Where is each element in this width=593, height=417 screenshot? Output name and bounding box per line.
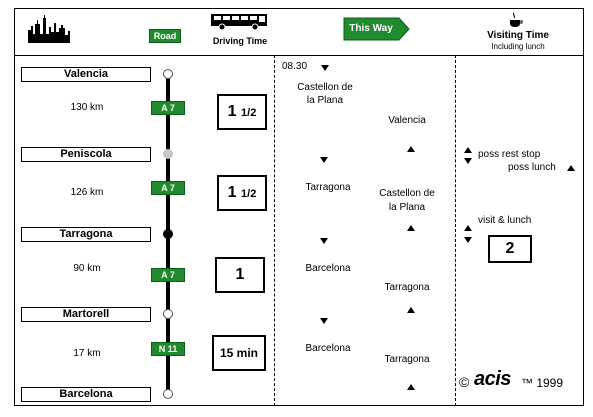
distance-label: 90 km: [73, 263, 101, 274]
schedule-text: Castellon de: [379, 188, 435, 199]
road-badge: A 7: [151, 181, 185, 195]
down-arrow-icon: [320, 157, 328, 163]
down-arrow-icon: [320, 238, 328, 244]
column-divider-1: [274, 55, 275, 406]
up-arrow-icon: [407, 307, 415, 313]
schedule-text: Barcelona: [305, 343, 351, 354]
road-legend-badge: Road: [149, 29, 181, 43]
down-arrow-icon: [321, 65, 329, 71]
city-skyline-icon: [28, 15, 70, 43]
driving-time-fraction: 1/2: [241, 188, 257, 200]
up-arrow-icon: [407, 146, 415, 152]
road-badge: A 7: [151, 268, 185, 282]
visit-lunch-note: visit & lunch: [478, 215, 532, 226]
city-label-martorell: Martorell: [21, 307, 151, 322]
up-arrow-icon: [407, 225, 415, 231]
bus-icon: [211, 14, 267, 31]
acis-logo: acis: [474, 368, 511, 390]
driving-time-box: 15 min: [212, 335, 266, 371]
diagram-frame: [14, 8, 584, 406]
city-label-barcelona: Barcelona: [21, 387, 151, 402]
start-time: 08.30: [282, 61, 308, 72]
this-way-arrow: [343, 17, 410, 41]
city-label-tarragona: Tarragona: [21, 227, 151, 242]
up-arrow-icon: [464, 147, 472, 153]
visit-hours-box: 2: [488, 235, 532, 263]
up-arrow-icon: [464, 225, 472, 231]
schedule-text: Valencia: [388, 115, 426, 126]
up-arrow-icon: [567, 165, 575, 171]
road-badge: A 7: [151, 101, 185, 115]
city-label-peniscola: Peniscola: [21, 147, 151, 162]
header-divider: [14, 55, 584, 56]
driving-time-header: Driving Time: [212, 36, 268, 46]
driving-time-fraction: 1/2: [241, 107, 257, 119]
distance-label: 126 km: [70, 187, 104, 198]
schedule-text: la Plana: [388, 202, 426, 213]
this-way-label: This Way: [349, 23, 393, 34]
visiting-time-header: Visiting Time: [487, 30, 549, 41]
copyright-symbol: ©: [459, 374, 470, 390]
schedule-text: Tarragona: [384, 354, 430, 365]
driving-time-value: 1: [235, 266, 245, 283]
down-arrow-icon: [320, 318, 328, 324]
route-node-tarragona: [163, 229, 173, 239]
up-arrow-icon: [407, 384, 415, 390]
schedule-text: Tarragona: [384, 282, 430, 293]
driving-time-box: 1: [215, 257, 265, 293]
schedule-text: Barcelona: [305, 263, 351, 274]
driving-time-value: 15 min: [219, 346, 258, 360]
distance-label: 130 km: [70, 102, 104, 113]
route-node-barcelona: [163, 389, 173, 399]
city-label-valencia: Valencia: [21, 67, 151, 82]
rest-stop-note: poss rest stop: [478, 149, 541, 160]
route-node-valencia: [163, 69, 173, 79]
coffee-cup-icon: [510, 12, 523, 27]
route-node-peniscola: [163, 149, 173, 159]
trademark-year: ™ 1999: [521, 376, 564, 390]
schedule-text: la Plana: [306, 95, 344, 106]
visiting-time-subheader: Including lunch: [491, 42, 545, 51]
route-node-martorell: [163, 309, 173, 319]
driving-time-box: 1 1/2: [217, 175, 267, 211]
schedule-text: Castellon de: [297, 82, 353, 93]
distance-label: 17 km: [73, 348, 101, 359]
road-badge: N 11: [151, 342, 185, 356]
down-arrow-icon: [464, 237, 472, 243]
lunch-note: poss lunch: [508, 162, 556, 173]
driving-time-value: 1: [227, 184, 237, 201]
driving-time-value: 1: [227, 103, 237, 120]
down-arrow-icon: [464, 158, 472, 164]
driving-time-box: 1 1/2: [217, 94, 267, 130]
column-divider-2: [455, 55, 456, 406]
schedule-text: Tarragona: [305, 182, 351, 193]
